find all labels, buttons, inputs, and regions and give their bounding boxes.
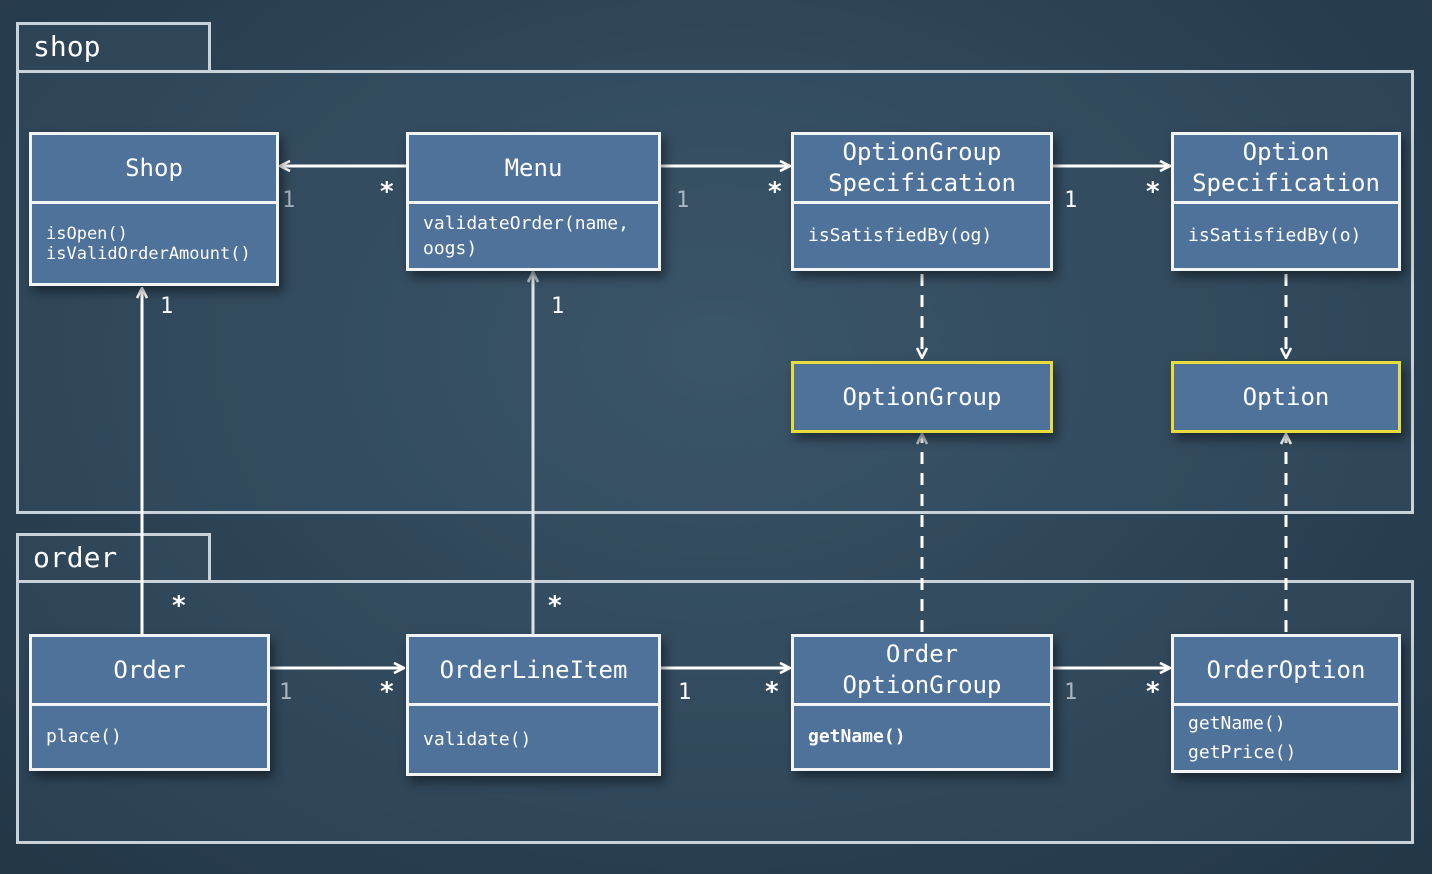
operation: getName(): [808, 726, 906, 747]
class-name: Menu: [504, 153, 563, 182]
class-name: Order: [113, 655, 186, 684]
class-name: OptionGroup Specification: [828, 138, 1016, 197]
compartment-divider: [409, 201, 658, 204]
package-tab-shop: shop: [16, 22, 211, 72]
class-option[interactable]: Option: [1171, 361, 1401, 433]
operations-list: getName(): [794, 706, 1050, 768]
compartment-divider: [794, 201, 1050, 204]
mult-order-oli-many: *: [380, 677, 394, 707]
mult-oog-oo-one: 1: [1064, 680, 1077, 705]
class-order-option-group[interactable]: Order OptionGroup getName(): [791, 634, 1053, 771]
compartment-divider: [32, 201, 276, 204]
class-shop[interactable]: Shop isOpen() isValidOrderAmount(): [29, 132, 279, 286]
class-order-option[interactable]: OrderOption getName() getPrice(): [1171, 634, 1401, 773]
class-order[interactable]: Order place(): [29, 634, 270, 771]
compartment-divider: [1174, 201, 1398, 204]
operation: getPrice(): [1188, 742, 1297, 763]
class-option-group[interactable]: OptionGroup: [791, 361, 1053, 433]
mult-oli-menu-many: *: [548, 591, 562, 621]
mult-menu-shop-many: *: [380, 177, 394, 207]
operations-list: isSatisfiedBy(og): [794, 204, 1050, 268]
operation: getName(): [1188, 713, 1286, 734]
operations-list: getName() getPrice(): [1174, 706, 1398, 770]
mult-oli-menu-one: 1: [551, 294, 564, 319]
operations-list: validate(): [409, 706, 658, 773]
class-name: Shop: [125, 153, 183, 182]
operations-list: isSatisfiedBy(o): [1174, 204, 1398, 268]
class-menu[interactable]: Menu validateOrder(name, oogs): [406, 132, 661, 271]
operations-list: place(): [32, 706, 267, 768]
mult-ogs-os-many: *: [1146, 177, 1160, 207]
mult-oli-oog-one: 1: [678, 680, 691, 705]
class-name: Order OptionGroup: [842, 640, 1002, 699]
class-name: OrderLineItem: [439, 655, 628, 684]
operation: isValidOrderAmount(): [46, 243, 251, 264]
class-option-specification[interactable]: Option Specification isSatisfiedBy(o): [1171, 132, 1401, 271]
operation: validate(): [423, 728, 532, 750]
operations-list: validateOrder(name, oogs): [409, 204, 658, 268]
mult-order-shop-many: *: [172, 591, 186, 621]
mult-menu-ogs-one: 1: [676, 188, 689, 213]
operation: isSatisfiedBy(og): [808, 225, 993, 246]
operation: validateOrder(name,: [423, 213, 629, 234]
class-order-line-item[interactable]: OrderLineItem validate(): [406, 634, 661, 776]
mult-menu-ogs-many: *: [768, 177, 782, 207]
mult-menu-shop-one: 1: [282, 188, 295, 213]
operation: isSatisfiedBy(o): [1188, 225, 1362, 246]
class-name: OptionGroup: [842, 382, 1002, 411]
compartment-divider: [794, 703, 1050, 706]
class-name: Option: [1242, 382, 1330, 411]
package-tab-order: order: [16, 533, 211, 583]
compartment-divider: [1174, 703, 1398, 706]
mult-oog-oo-many: *: [1146, 677, 1160, 707]
compartment-divider: [409, 703, 658, 706]
mult-oli-oog-many: *: [765, 677, 779, 707]
operations-list: isOpen() isValidOrderAmount(): [32, 204, 276, 283]
operation: place(): [46, 726, 122, 747]
class-name: OrderOption: [1206, 655, 1366, 684]
operation: isOpen(): [46, 223, 128, 244]
class-name: Option Specification: [1192, 138, 1380, 197]
compartment-divider: [32, 703, 267, 706]
operation: oogs): [423, 238, 478, 259]
mult-order-oli-one: 1: [279, 680, 292, 705]
mult-order-shop-one: 1: [160, 294, 173, 319]
class-option-group-specification[interactable]: OptionGroup Specification isSatisfiedBy(…: [791, 132, 1053, 271]
mult-ogs-os-one: 1: [1064, 188, 1077, 213]
